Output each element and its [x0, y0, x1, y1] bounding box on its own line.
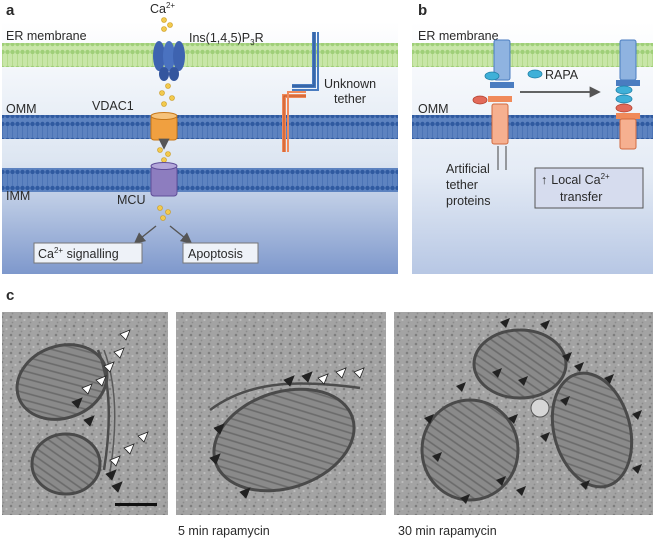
omm-label-a: OMM [6, 102, 37, 116]
unknown-tether-icon [282, 32, 319, 152]
micrograph-3 [394, 312, 653, 515]
ca-ions-a [157, 17, 175, 221]
svg-text:Apoptosis: Apoptosis [188, 247, 243, 261]
imm-label-a: IMM [6, 189, 30, 203]
panel-b-label: b [418, 2, 427, 19]
svg-text:RAPA: RAPA [545, 68, 579, 82]
tether-arrowheads-3 [424, 318, 642, 504]
micrograph-2 [176, 312, 386, 515]
omm-membrane-a [2, 115, 398, 139]
svg-text:transfer: transfer [560, 190, 602, 204]
artificial-tether-label-1: Artificial [446, 162, 490, 176]
artificial-tether-label-3: proteins [446, 194, 490, 208]
er-membrane-b [412, 43, 653, 67]
ip3r-channel-icon [153, 41, 185, 81]
mcu-label: MCU [117, 193, 145, 207]
tether-bound-icon [615, 39, 640, 150]
svg-text:Ca2+ signalling: Ca2+ signalling [38, 246, 119, 261]
ca-ion-label: Ca2+ [150, 1, 175, 16]
er-membrane-label-a: ER membrane [6, 29, 87, 43]
apoptosis-box: Apoptosis [182, 242, 259, 264]
artificial-tether-label-2: tether [446, 178, 478, 192]
imm-membrane-a [2, 168, 398, 192]
tether-unbound-icon [472, 39, 514, 145]
caption-5-min: 5 min rapamycin [178, 524, 270, 538]
scale-bar [115, 503, 157, 506]
mcu-channel-icon [150, 162, 178, 197]
caption-30-min: 30 min rapamycin [398, 524, 497, 538]
ip3r-label: Ins(1,4,5)P3R [189, 31, 264, 47]
ca-signalling-box: Ca2+ signalling [33, 242, 143, 264]
omm-label-b: OMM [418, 102, 449, 116]
tether-arrowheads-2 [209, 367, 365, 499]
panel-b: b ER membrane OMM RAPA [412, 2, 653, 274]
er-membrane-a [2, 43, 398, 67]
rapa-arrow: RAPA [520, 68, 601, 98]
omm-membrane-b [412, 115, 653, 139]
panel-c-label: c [6, 287, 14, 304]
panel-c: c [2, 287, 653, 538]
panel-a-label: a [6, 2, 15, 19]
svg-text:↑Local Ca2+: ↑Local Ca2+ [541, 172, 610, 187]
vdac1-label: VDAC1 [92, 99, 134, 113]
unknown-tether-label-2: tether [334, 92, 366, 106]
unknown-tether-label-1: Unknown [324, 77, 376, 91]
local-ca-transfer-box: ↑Local Ca2+ transfer [534, 167, 644, 209]
micrograph-1 [2, 312, 168, 515]
panel-a: a ER membrane OMM IMM Ca2+ Ins(1,4,5)P3R… [2, 1, 398, 274]
er-membrane-label-b: ER membrane [418, 29, 499, 43]
vdac1-channel-icon [150, 112, 178, 141]
tether-arrowheads-1 [71, 329, 149, 493]
